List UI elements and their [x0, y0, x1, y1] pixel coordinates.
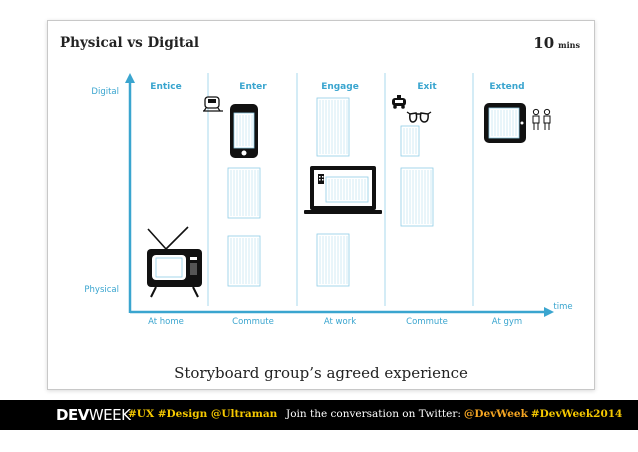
x-axis-arrow	[544, 307, 554, 317]
screen-panel	[400, 167, 434, 227]
location-label-commute: Commute	[232, 317, 274, 327]
logo-bold-part: DEV	[56, 406, 89, 424]
glasses-icon	[406, 111, 432, 123]
footer-tags: #UX #Design @Ultraman	[128, 408, 278, 420]
y-axis-arrow	[125, 73, 135, 83]
screen-panel	[325, 176, 369, 203]
logo-light-part: WEEK	[88, 406, 131, 424]
x-axis-label: time	[553, 302, 572, 312]
tv-icon	[147, 226, 202, 298]
people-icon	[532, 108, 551, 130]
stage-label-exit: Exit	[417, 82, 437, 92]
stage-label-enter: Enter	[239, 82, 267, 92]
taxi-icon	[392, 95, 406, 109]
stage-label-engage: Engage	[321, 82, 359, 92]
screen-panel	[227, 167, 261, 219]
slide-title: Physical vs Digital	[60, 35, 199, 51]
stage-label-extend: Extend	[489, 82, 524, 92]
journey-diagram: Digital Physical time Entice Enter Engag…	[84, 73, 573, 327]
footer-bar: DEVWEEK #UX #Design @Ultraman Join the c…	[0, 400, 638, 430]
location-label-home: At home	[148, 317, 184, 327]
train-icon	[203, 96, 223, 112]
footer-handle[interactable]: @DevWeek	[463, 408, 528, 420]
screen-panel	[316, 233, 350, 287]
screen-panel	[400, 125, 420, 157]
footer-cta-text: Join the conversation on Twitter:	[286, 408, 461, 420]
timer-value: 10	[533, 34, 555, 52]
slide-caption: Storyboard group’s agreed experience	[174, 364, 468, 382]
y-axis-bottom-label: Physical	[84, 285, 119, 295]
location-label-work: At work	[324, 317, 356, 327]
screen-panel	[488, 107, 520, 139]
timer-unit: mins	[558, 40, 580, 50]
footer-cta: Join the conversation on Twitter:@DevWee…	[286, 408, 622, 420]
devweek-logo: DEVWEEK	[56, 406, 131, 424]
screen-panel	[233, 112, 255, 149]
screen-panel	[227, 235, 261, 287]
y-axis-top-label: Digital	[91, 87, 119, 97]
footer-hashtag[interactable]: #DevWeek2014	[530, 408, 623, 420]
location-label-commute-2: Commute	[406, 317, 448, 327]
location-label-gym: At gym	[492, 317, 522, 327]
screen-panel	[316, 97, 350, 157]
stage-label-entice: Entice	[150, 82, 181, 92]
